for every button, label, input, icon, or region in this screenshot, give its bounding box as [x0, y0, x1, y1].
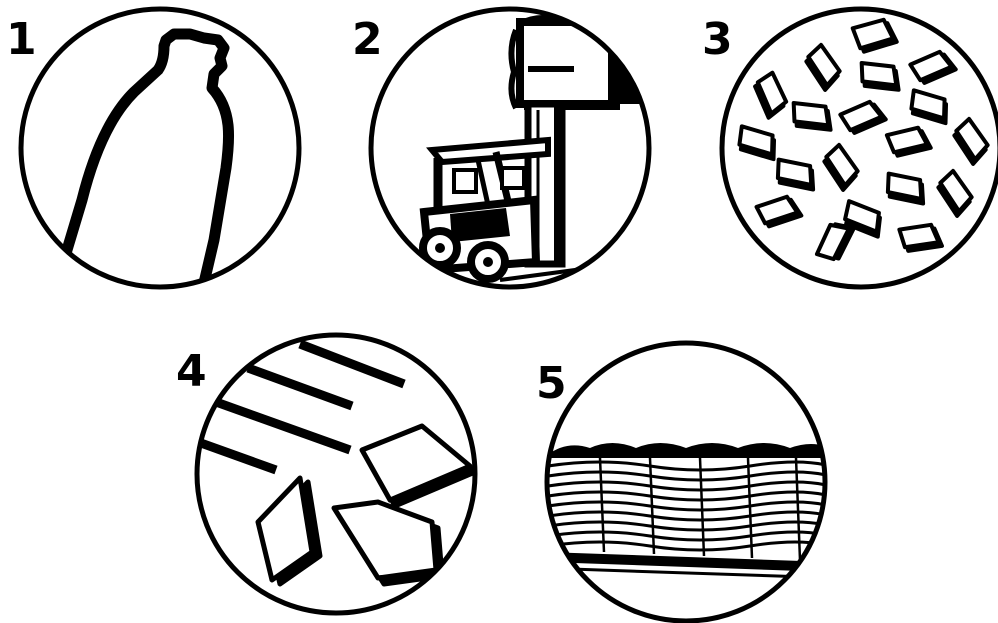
- flakes-icon: [734, 18, 992, 264]
- step-3-flakes-illustration: [722, 9, 998, 287]
- step-5-batting-illustration: [540, 343, 840, 621]
- step-2-forklift-illustration: [371, 9, 650, 287]
- step-1-bottle-illustration: [21, 9, 299, 300]
- step-4-fiber-illustration: [197, 335, 475, 613]
- fiber-strands-icon: [198, 344, 475, 584]
- batting-icon: [540, 440, 840, 578]
